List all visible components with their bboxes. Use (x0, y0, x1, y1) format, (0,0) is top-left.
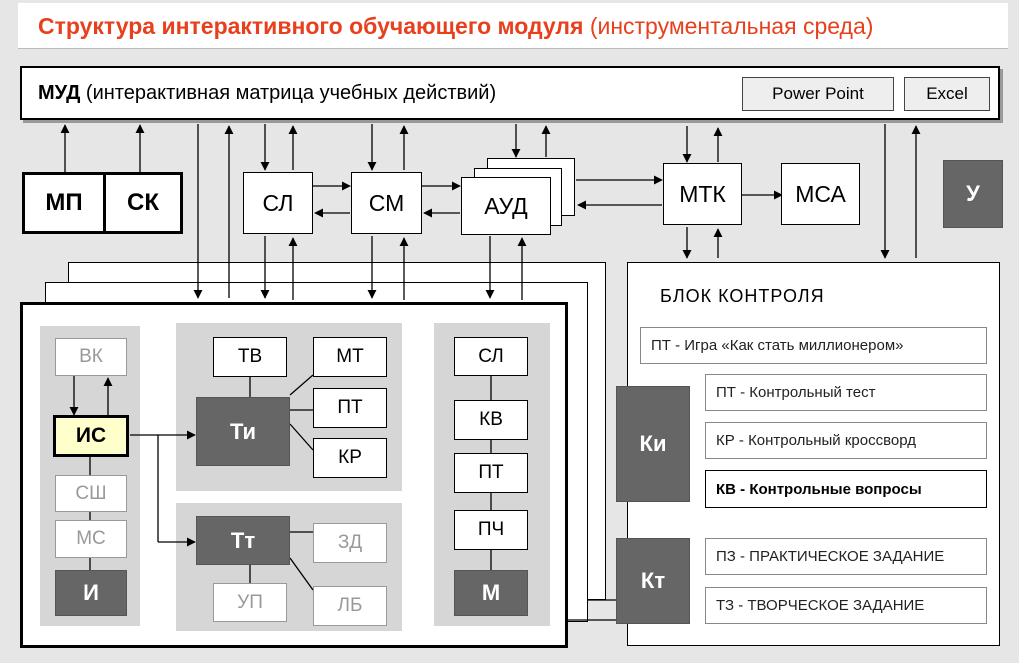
control-row-crossword[interactable]: КР - Контрольный кроссворд (705, 422, 987, 459)
pch-block[interactable]: ПЧ (454, 510, 528, 550)
control-title: БЛОК КОНТРОЛЯ (660, 286, 825, 306)
mud-desc: (интерактивная матрица учебных действий) (85, 82, 497, 104)
ms-block[interactable]: МС (55, 520, 127, 558)
u-block[interactable]: У (943, 160, 1003, 228)
kr-block[interactable]: КР (313, 438, 387, 478)
aud-block[interactable]: АУД (461, 177, 551, 235)
title-bar: Структура интерактивного обучающего моду… (18, 3, 1008, 49)
mud-abbr: МУД (38, 82, 81, 104)
mp-block[interactable]: МП (22, 172, 106, 234)
vk-block[interactable]: ВК (55, 338, 127, 376)
lb-block[interactable]: ЛБ (313, 586, 387, 626)
powerpoint-button[interactable]: Power Point (742, 77, 894, 111)
control-row-practical[interactable]: ПЗ - ПРАКТИЧЕСКОЕ ЗАДАНИЕ (705, 538, 987, 575)
title-main: Структура интерактивного обучающего моду… (38, 13, 584, 39)
mt-block[interactable]: МТ (313, 337, 387, 377)
i-block[interactable]: И (55, 570, 127, 616)
control-row-test[interactable]: ПТ - Контрольный тест (705, 374, 987, 411)
mud-label: МУД (интерактивная матрица учебных дейст… (38, 82, 496, 105)
mtk-block[interactable]: МТК (663, 163, 742, 225)
control-row-creative[interactable]: ТЗ - ТВОРЧЕСКОЕ ЗАДАНИЕ (705, 587, 987, 624)
ti-block[interactable]: Ти (196, 397, 290, 466)
m-block[interactable]: М (454, 570, 528, 616)
is-block[interactable]: ИС (53, 415, 129, 457)
pt-block-ti[interactable]: ПТ (313, 388, 387, 428)
mud-bar: МУД (интерактивная матрица учебных дейст… (20, 66, 1000, 120)
up-block[interactable]: УП (213, 583, 287, 622)
control-row-millionaire[interactable]: ПТ - Игра «Как стать миллионером» (640, 327, 987, 364)
ssh-block[interactable]: СШ (55, 475, 127, 512)
sk-block[interactable]: СК (103, 172, 183, 234)
kv-block[interactable]: КВ (454, 400, 528, 440)
excel-button[interactable]: Excel (904, 77, 990, 111)
page-title: Структура интерактивного обучающего моду… (38, 13, 873, 40)
tt-block[interactable]: Тт (196, 516, 290, 565)
ki-block[interactable]: Ки (616, 386, 690, 502)
title-sub: (инструментальная среда) (589, 13, 874, 39)
sl-block-m[interactable]: СЛ (454, 337, 528, 376)
pt-block-m[interactable]: ПТ (454, 453, 528, 493)
msa-block[interactable]: МСА (781, 163, 860, 225)
tv-block[interactable]: ТВ (213, 337, 287, 377)
zd-block[interactable]: ЗД (313, 523, 387, 563)
sl-block[interactable]: СЛ (243, 172, 313, 234)
sm-block[interactable]: СМ (351, 172, 422, 234)
control-row-questions[interactable]: КВ - Контрольные вопросы (705, 470, 987, 508)
kt-block[interactable]: Кт (616, 538, 690, 624)
